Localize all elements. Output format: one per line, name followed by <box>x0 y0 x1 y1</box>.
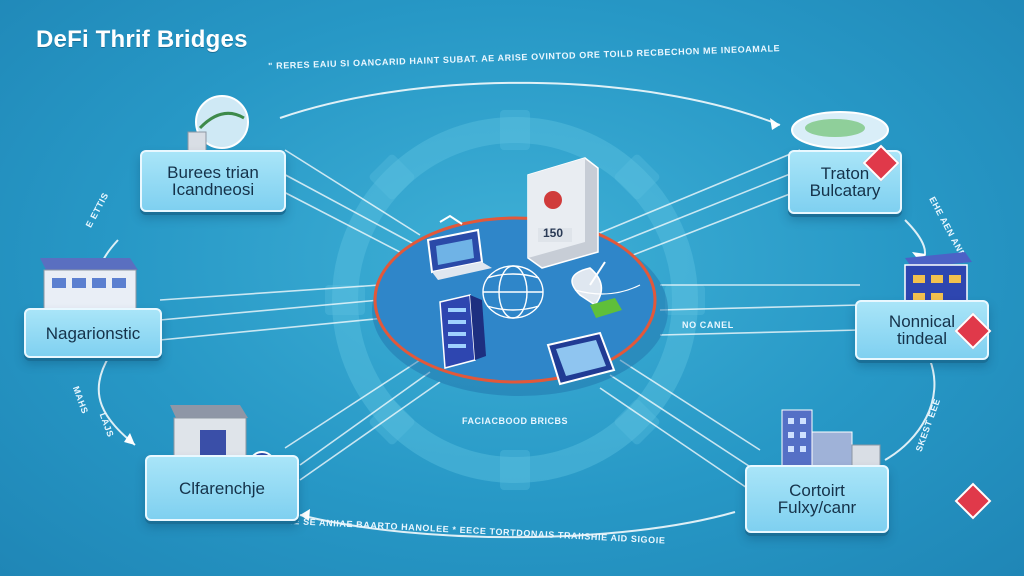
hub-caption: FACIACBOOD BRICBS <box>462 416 569 426</box>
node-bottom-right-label-2: Fulxy/canr <box>777 498 857 517</box>
node-bottom-right[interactable]: Cortoirt Fulxy/canr <box>745 465 889 533</box>
node-top-right-label-1: Traton <box>820 164 870 183</box>
office-building-left-icon <box>40 258 138 313</box>
network-globe-icon <box>482 265 544 319</box>
node-top-right-label-2: Bulcatary <box>809 181 881 200</box>
satellite-dish-icon <box>571 261 641 318</box>
node-right-label-1: Nonnical <box>888 312 956 331</box>
laptop-icon <box>426 214 492 280</box>
background-gear-teeth <box>325 110 705 490</box>
hub-spokes <box>159 149 861 491</box>
node-left[interactable]: Nagarionstic <box>24 308 162 358</box>
node-right-label-2: tindeal <box>896 329 948 348</box>
node-top-left[interactable]: Burees trian Icandneosi <box>140 150 286 212</box>
node-top-left-label-2: Icandneosi <box>171 180 255 199</box>
node-left-label: Nagarionstic <box>45 323 141 343</box>
node-bottom-right-label-1: Cortoirt <box>789 481 845 500</box>
node-bottom-left-label: Clfarenchje <box>179 478 265 498</box>
city-towers-icon <box>781 409 881 473</box>
diagram-title: DeFi Thrif Bridges <box>36 26 248 53</box>
data-center-icon <box>439 294 486 369</box>
server-tower-icon <box>527 157 599 269</box>
tablet-icon <box>546 331 616 386</box>
caption-right-mid: NO CANEL <box>682 320 734 330</box>
map-plate-icon <box>791 111 889 149</box>
server-tower-label: 150 <box>543 226 564 240</box>
node-top-left-label-1: Burees trian <box>167 163 259 182</box>
background-gear <box>332 117 698 483</box>
node-bottom-left[interactable]: Clfarenchje <box>145 455 299 521</box>
